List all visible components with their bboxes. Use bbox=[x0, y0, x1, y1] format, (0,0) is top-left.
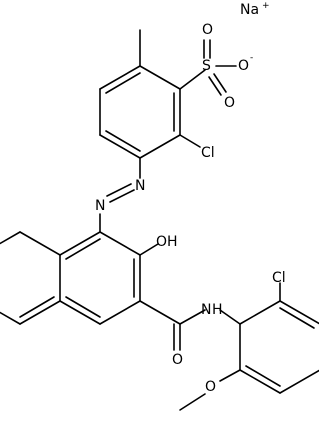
bond-n-n bbox=[109, 189, 135, 203]
methoxy-oxygen-label: O bbox=[205, 379, 216, 395]
bond-c-o-methoxy bbox=[219, 369, 241, 382]
bond-c-s bbox=[179, 69, 206, 90]
bond-o-methyl bbox=[179, 393, 206, 411]
sulfur-label: S bbox=[202, 58, 211, 74]
chloro-lower-label: Cl bbox=[272, 270, 286, 286]
azo-nitrogen-lower-label: N bbox=[95, 198, 105, 214]
hydroxyl-hydrogen-label: H bbox=[167, 234, 178, 250]
bond bbox=[239, 300, 281, 325]
sulfonate-oxygen-right-label: O bbox=[238, 58, 249, 74]
bond bbox=[279, 369, 319, 394]
bond bbox=[99, 231, 141, 256]
hydroxyl-oxygen-label: O bbox=[156, 234, 167, 250]
amide-hydrogen-label: H bbox=[212, 302, 223, 318]
bond-s-o-bottom bbox=[213, 73, 227, 93]
bond-s-o-bottom-double bbox=[208, 76, 222, 96]
bond-c-carbonyl bbox=[139, 300, 181, 325]
bond bbox=[19, 231, 61, 256]
bond bbox=[99, 134, 141, 159]
bond-double-inner bbox=[279, 307, 315, 329]
bond bbox=[279, 300, 319, 325]
bond-double-inner bbox=[65, 296, 101, 318]
bond-c-oh bbox=[139, 243, 159, 256]
azo-nitrogen-upper-label: N bbox=[135, 178, 145, 194]
sulfonate-oxygen-bottom-label: O bbox=[224, 95, 235, 111]
bond bbox=[99, 300, 141, 325]
atom-labels: Na + S O O - O Cl N N O H N H O Cl O bbox=[95, 1, 286, 395]
bond-double-inner bbox=[245, 365, 281, 387]
bond bbox=[19, 300, 61, 325]
bond bbox=[59, 300, 101, 325]
carbonyl-oxygen-label: O bbox=[172, 352, 183, 368]
bond-double-inner bbox=[65, 238, 101, 260]
bond bbox=[99, 65, 141, 90]
bond-double-inner bbox=[105, 72, 141, 94]
bond-double-inner bbox=[105, 130, 141, 152]
bond bbox=[139, 65, 181, 90]
bond-c-n-amide bbox=[179, 309, 206, 325]
bond bbox=[0, 231, 21, 245]
bond-n-n-double bbox=[106, 183, 132, 197]
bond-double-inner bbox=[19, 296, 55, 318]
sulfonate-oxygen-charge: - bbox=[250, 53, 253, 63]
bond-c-cl bbox=[179, 134, 201, 148]
bond-n-aryl bbox=[219, 309, 241, 325]
sulfonate-oxygen-top-label: O bbox=[202, 22, 213, 38]
bond-lines bbox=[0, 29, 319, 411]
sodium-label: Na bbox=[240, 2, 259, 18]
bond bbox=[139, 134, 181, 159]
sodium-charge: + bbox=[262, 1, 270, 11]
bond bbox=[0, 311, 21, 325]
bond bbox=[239, 369, 281, 394]
bond bbox=[59, 231, 101, 256]
amide-nitrogen-label: N bbox=[201, 302, 211, 318]
chloro-upper-label: Cl bbox=[201, 145, 215, 161]
